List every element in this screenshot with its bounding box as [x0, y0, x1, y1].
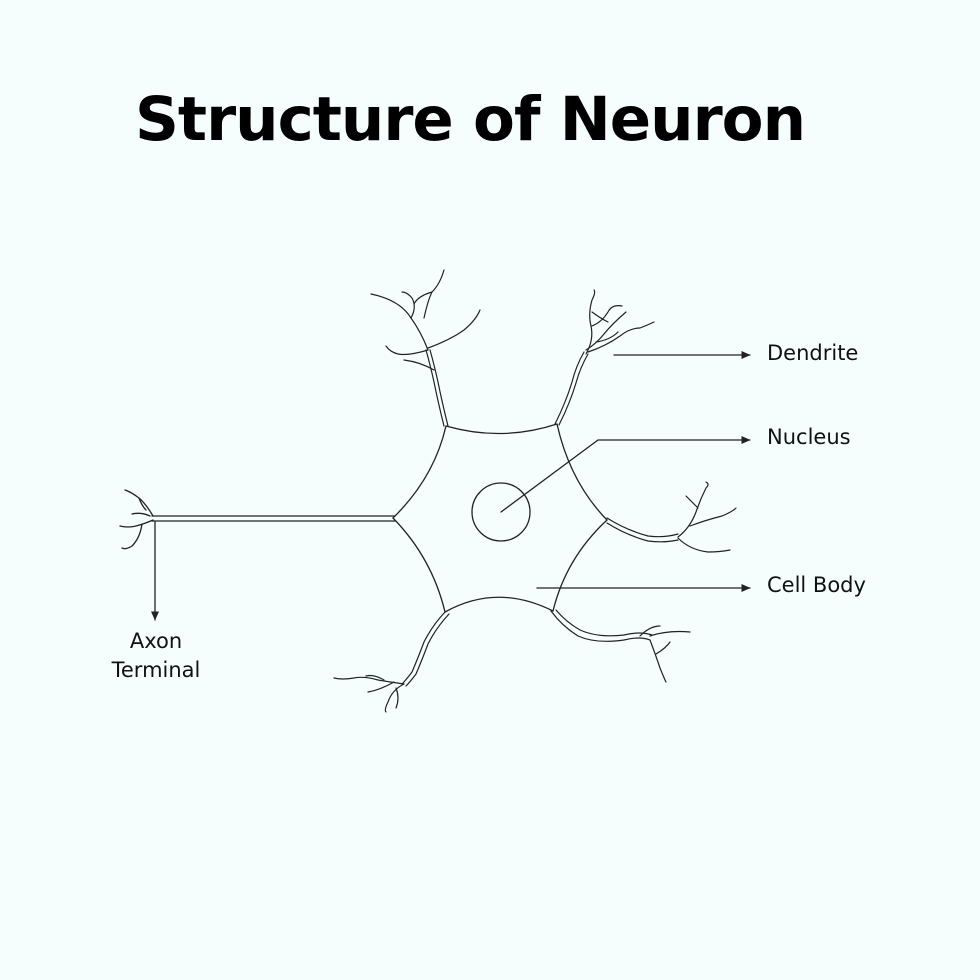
page-title: Structure of Neuron [135, 84, 806, 155]
axon-terminal-label-line1: Axon [129, 629, 183, 653]
dendrite-right [606, 481, 737, 553]
dendrite-top-right [554, 289, 655, 426]
dendrite-top-left [370, 269, 481, 427]
axon-terminal-label-line2: Terminal [111, 658, 201, 682]
dendrite-label: Dendrite [767, 341, 859, 365]
dendrite-bottom-left [333, 611, 450, 713]
nucleus-label: Nucleus [767, 425, 851, 449]
nucleus-pointer-arrow [500, 436, 751, 513]
label-pointers [151, 351, 751, 621]
axon [151, 515, 396, 522]
dendrite-bottom-right [550, 609, 691, 683]
axon-terminal-branches [119, 489, 154, 550]
axon-terminal-label: Axon Terminal [98, 627, 214, 685]
cell-body-outline [392, 423, 608, 613]
nucleus-circle [471, 482, 531, 542]
cell-body-label: Cell Body [767, 573, 866, 597]
